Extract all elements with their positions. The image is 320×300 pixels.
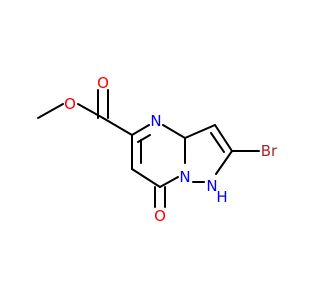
bond-oxygen-carbonyl-carbon (77, 103, 104, 119)
atom-label-bridgehead-nitrogen: N (179, 168, 190, 186)
bond-c3-c2-inner (210, 132, 225, 153)
atom-label-nitrogen-hydrogen: H (216, 188, 227, 206)
bond-methyl-oxygen (37, 103, 64, 119)
bond-c5-n4-double (131, 124, 150, 136)
atom-label-ketone-oxygen: O (154, 207, 166, 225)
bond-n4-c3a (162, 124, 186, 139)
atom-label-ring-imine-nitrogen: N (150, 112, 161, 130)
atom-label-ester-single-oxygen: O (64, 95, 76, 113)
chemical-structure-diagram: O O N N N H O Br (37, 74, 278, 225)
bond-c2-n1 (215, 150, 233, 175)
bond-c5-n4-inner (137, 134, 151, 143)
atom-label-layer: O O N N N H O Br (64, 74, 278, 225)
bond-n7a-c7 (159, 176, 179, 188)
atom-label-bromine: Br (261, 142, 278, 160)
bond-c3-c2 (214, 124, 233, 152)
bond-carbonyl-ring (102, 117, 133, 136)
atom-label-ester-carbonyl-oxygen: O (97, 74, 109, 92)
bond-c3a-c3 (184, 124, 216, 139)
bond-c7-c6 (131, 168, 161, 188)
atom-label-pyrazole-nh-nitrogen: N (206, 177, 217, 195)
bond-layer (37, 89, 260, 208)
